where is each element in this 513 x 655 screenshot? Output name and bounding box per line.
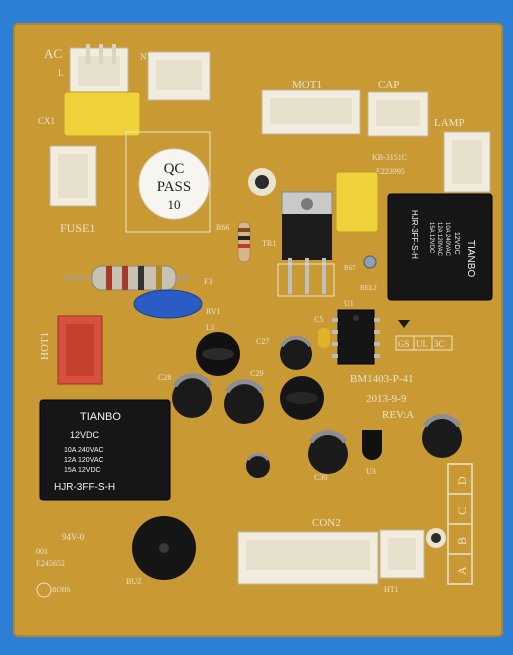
svg-text:TIANBO: TIANBO (80, 411, 121, 423)
board-id: BM1403-P-41 (350, 373, 414, 385)
label-buz: BUZ (126, 577, 142, 586)
label-r66: R66 (216, 223, 229, 232)
label-u3: U3 (366, 467, 376, 476)
resistor-f3 (64, 265, 190, 291)
inductor-l1 (196, 332, 240, 376)
arrow-mark (398, 320, 410, 328)
label-cert: E223995 (376, 167, 405, 176)
label-l1: L1 (206, 323, 215, 332)
svg-text:12A 120VAC: 12A 120VAC (64, 457, 104, 464)
svg-text:HJR-3FF-S-H: HJR-3FF-S-H (54, 482, 115, 493)
label-ht1: HT1 (384, 585, 399, 594)
label-e245652: E245652 (36, 559, 65, 568)
fuse-holder (49, 145, 97, 207)
cert-marks: GS UL 3C (395, 335, 453, 351)
svg-text:HJR-3FF-S-H: HJR-3FF-S-H (410, 210, 419, 259)
mounting-hole (255, 175, 269, 189)
capacitor-c29 (224, 379, 265, 424)
buzzer (132, 516, 196, 580)
svg-text:A: A (455, 566, 469, 575)
r67-component (363, 255, 377, 269)
mounting-hole-bottom (431, 533, 441, 543)
capacitor-c30 (308, 430, 348, 474)
ac-connector-n (147, 51, 211, 101)
label-tr1: TR1 (262, 239, 276, 248)
qc-pass-sticker: QC PASS 10 (138, 148, 210, 220)
label-rv1: RV1 (206, 307, 220, 316)
transistor-u3 (362, 430, 382, 460)
lamp-connector (443, 131, 491, 193)
label-001: 001 (36, 547, 48, 556)
label-r67: R67 (344, 264, 356, 272)
svg-text:PASS: PASS (157, 179, 191, 195)
svg-text:GS: GS (398, 339, 410, 349)
label-cx1: CX1 (38, 116, 55, 126)
label-con2: CON2 (312, 517, 341, 529)
svg-text:C: C (455, 507, 469, 515)
svg-text:TIANBO: TIANBO (465, 240, 476, 277)
label-rel2: REL2 (360, 284, 377, 292)
label-ac: AC (44, 46, 62, 61)
capacitor-right (422, 414, 462, 458)
ref-grid: A B C D (447, 463, 473, 585)
relay-left: TIANBO 12VDC 10A 240VAC 12A 120VAC 15A 1… (39, 399, 171, 501)
blue-varistor (133, 289, 203, 319)
svg-text:15A 12VDC: 15A 12VDC (428, 222, 434, 254)
svg-text:12VDC: 12VDC (70, 430, 100, 440)
film-capacitor (335, 171, 379, 233)
svg-text:UL: UL (416, 339, 428, 349)
label-fuse1: FUSE1 (60, 221, 95, 235)
capacitor-small (246, 453, 270, 478)
svg-text:10: 10 (168, 197, 181, 212)
label-lamp: LAMP (434, 117, 465, 129)
relay-right: TIANBO 12VDC 10A 240VAC 12A 120VAC 15A 1… (387, 193, 493, 301)
label-c29: C29 (250, 369, 263, 378)
label-cap: CAP (378, 79, 399, 91)
svg-text:3C: 3C (434, 339, 445, 349)
svg-text:10A 240VAC: 10A 240VAC (64, 447, 104, 454)
ic-u1 (332, 309, 380, 365)
rohs-mark (36, 582, 52, 598)
label-mot1: MOT1 (292, 79, 322, 91)
label-kb: KB-3151C (372, 153, 407, 162)
ac-connector-l (69, 44, 129, 97)
capacitor-c27 (280, 335, 312, 370)
con2-connector (237, 531, 379, 585)
resistor-r66 (237, 221, 251, 263)
svg-text:B: B (455, 537, 469, 545)
outline-box (125, 131, 211, 233)
label-hot1: HOT1 (39, 332, 51, 360)
label-94v0: 94V-0 (62, 532, 85, 542)
label-l: L (58, 68, 64, 78)
mot1-connector (261, 89, 361, 135)
label-n: N (140, 52, 147, 62)
cap-connector (367, 91, 429, 137)
board-rev: REV:A (382, 409, 414, 421)
svg-text:15A 12VDC: 15A 12VDC (64, 467, 101, 474)
svg-text:12VDC: 12VDC (453, 232, 460, 255)
board-date: 2013-9-9 (366, 393, 407, 405)
svg-text:12A 120VAC: 12A 120VAC (436, 222, 442, 257)
label-c30: C30 (314, 473, 327, 482)
label-c5: C5 (314, 315, 323, 324)
capacitor-c5 (318, 328, 330, 348)
hot1-connector (57, 315, 103, 385)
capacitor-big (280, 376, 324, 420)
label-rohs: ROHS (52, 586, 71, 594)
svg-text:10A 240VAC: 10A 240VAC (444, 222, 450, 257)
triac-tr1 (281, 191, 333, 294)
label-c27: C27 (256, 337, 269, 346)
label-u1: U1 (344, 299, 354, 308)
x-capacitor (63, 91, 141, 137)
svg-text:D: D (455, 476, 469, 485)
capacitor-c28 (172, 373, 213, 418)
label-f3: F3 (204, 277, 212, 286)
svg-text:QC: QC (164, 161, 185, 177)
label-c28: C28 (158, 373, 171, 382)
ht1-connector (379, 529, 425, 579)
